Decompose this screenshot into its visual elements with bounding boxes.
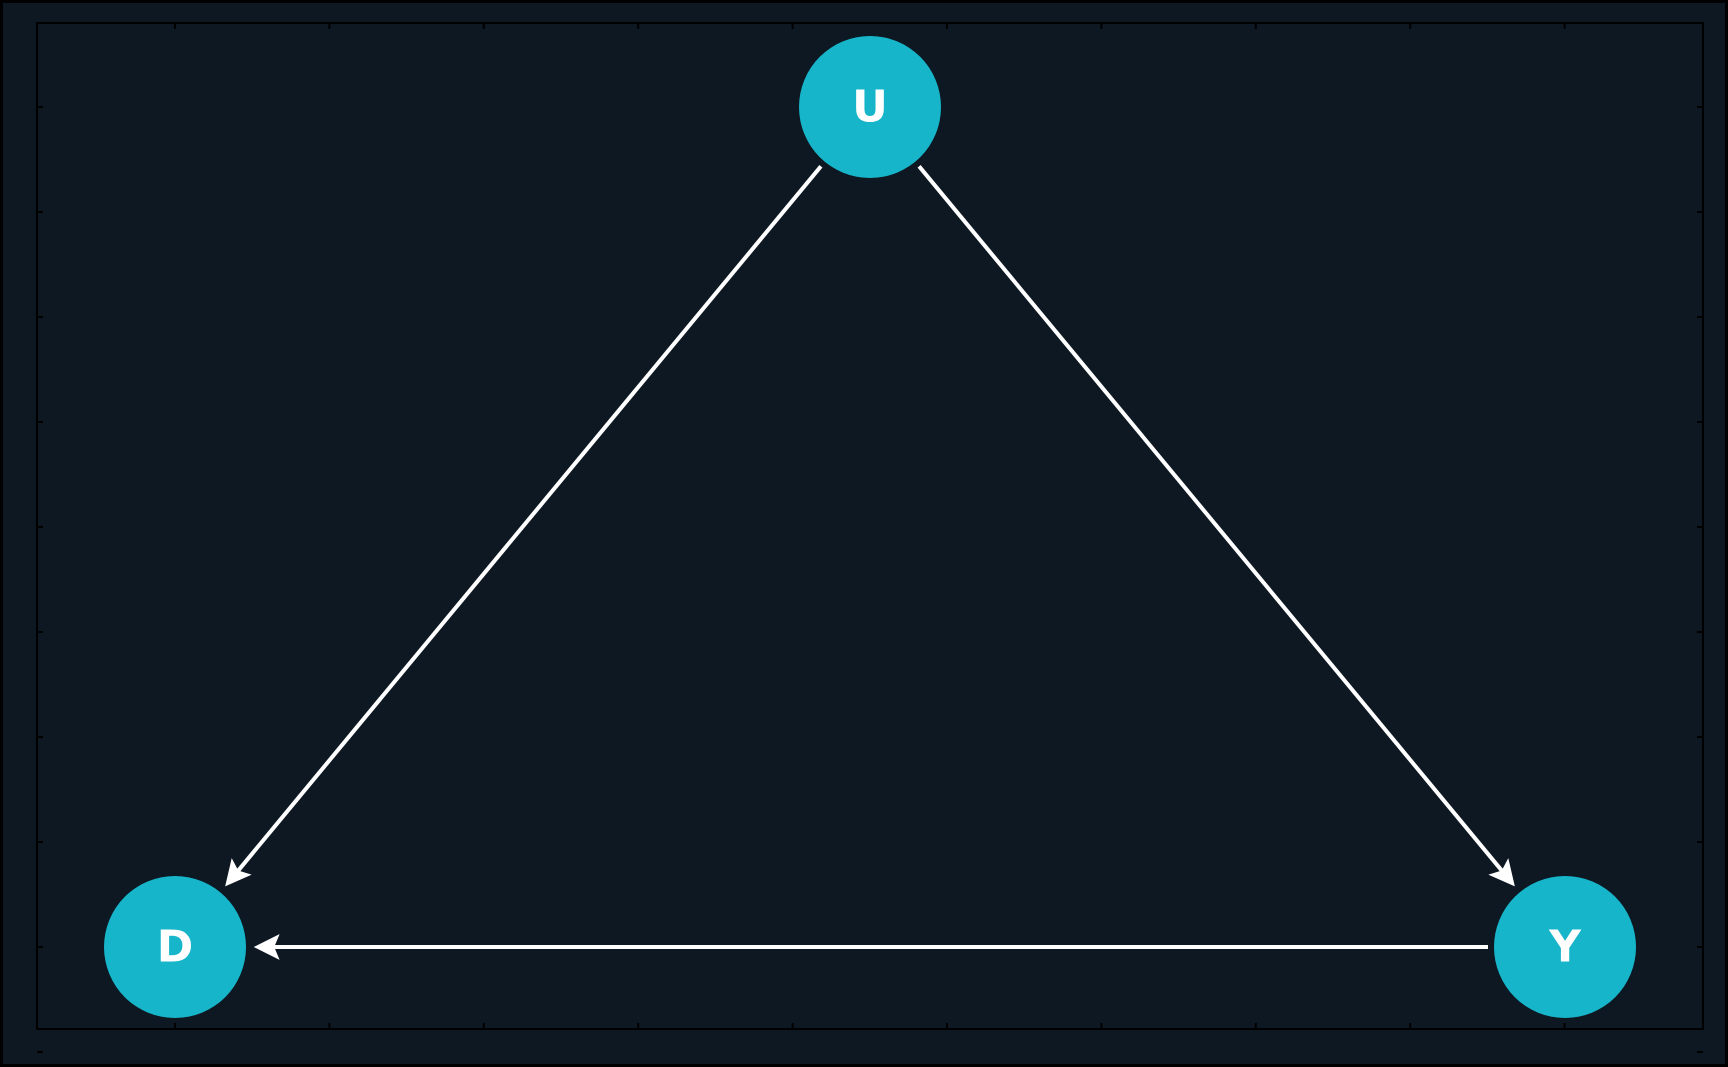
edge-u-to-d bbox=[225, 165, 823, 887]
node-u-label: U bbox=[852, 82, 888, 133]
nodes: U D Y bbox=[104, 36, 1636, 1018]
node-d: D bbox=[104, 876, 246, 1018]
node-d-label: D bbox=[157, 922, 194, 973]
node-y: Y bbox=[1494, 876, 1636, 1018]
node-d-circle bbox=[104, 876, 246, 1018]
node-u-circle bbox=[799, 36, 941, 178]
node-y-label: Y bbox=[1548, 922, 1582, 973]
node-u: U bbox=[799, 36, 941, 178]
node-y-circle bbox=[1494, 876, 1636, 1018]
edges bbox=[225, 165, 1515, 960]
frame-ticks bbox=[37, 23, 1703, 1053]
edge-u-to-y bbox=[917, 165, 1515, 887]
